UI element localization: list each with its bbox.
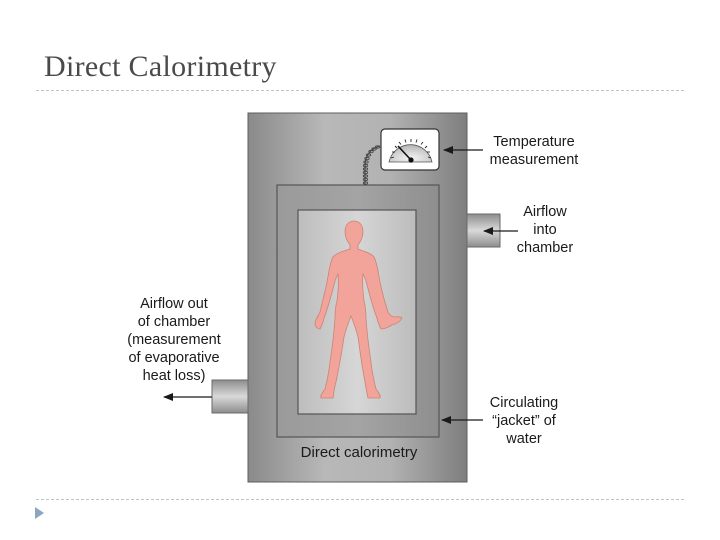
gauge-icon — [380, 128, 440, 171]
title-divider — [36, 90, 684, 91]
slide-title: Direct Calorimetry — [44, 50, 277, 83]
airflow-out-label: Airflow out of chamber (measurement of e… — [127, 296, 221, 384]
sensor-cable — [362, 145, 381, 185]
bullet-triangle-icon — [35, 507, 44, 519]
temperature-label: Temperature measurement — [489, 134, 579, 168]
diagram-caption: Direct calorimetry — [300, 444, 418, 461]
jacket-label: Circulating “jacket” of water — [489, 395, 559, 447]
airflow-in-label: Airflow into chamber — [516, 204, 574, 256]
outlet-pipe — [211, 379, 249, 414]
human-figure-icon — [314, 220, 403, 399]
footer-divider — [36, 499, 684, 500]
